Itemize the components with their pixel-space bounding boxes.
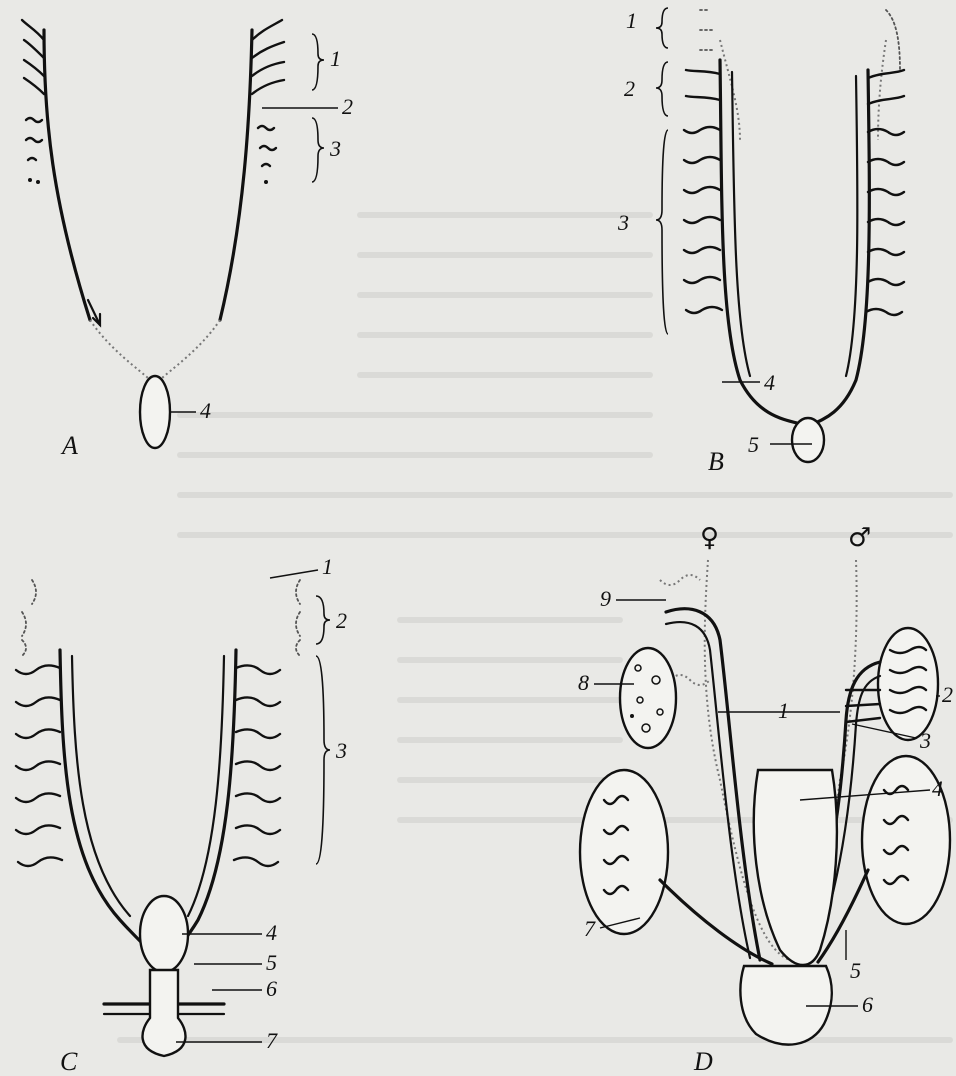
panel-c-urogenital-sinus (142, 970, 185, 1056)
panel-c-label-6: 6 (266, 976, 277, 1001)
panel-a-left-duct (44, 30, 90, 320)
panel-b-tubules-left (684, 70, 722, 313)
panel-d: ♀ ♂ (578, 523, 953, 1076)
panel-d-label-7: 7 (584, 916, 596, 941)
panel-c-tubules-right (234, 665, 280, 866)
panel-c-bladder (140, 896, 188, 972)
panel-a-tubules-left (22, 20, 44, 184)
panel-d-label-3: 3 (919, 728, 931, 753)
panel-d-bladder (754, 770, 837, 965)
panel-d-letter: D (693, 1047, 713, 1076)
panel-a: 1 2 3 4 A (22, 20, 353, 460)
panel-c-tubules-left (16, 665, 62, 866)
panel-a-label-1: 1 (330, 46, 341, 71)
panel-d-label-2: 2 (942, 682, 953, 707)
panel-a-tubules-right (252, 20, 284, 184)
panel-c-label-4: 4 (266, 920, 277, 945)
panel-d-label-6: 6 (862, 992, 873, 1017)
panel-a-label-4: 4 (200, 398, 211, 423)
panel-b-label-3: 3 (617, 210, 629, 235)
panel-b: 1 2 3 4 5 B (617, 8, 904, 476)
panel-c-label-2: 2 (336, 608, 347, 633)
panel-a-letter: A (60, 431, 78, 460)
panel-d-ureter-left (660, 880, 772, 964)
panel-b-label-2: 2 (624, 76, 635, 101)
panel-d-urogenital-sinus (740, 966, 831, 1045)
panel-b-cloaca (792, 418, 824, 462)
panel-d-label-9: 9 (600, 586, 611, 611)
panel-b-letter: B (708, 447, 724, 476)
panel-a-label-2: 2 (342, 94, 353, 119)
panel-d-mullerian-duct (666, 609, 760, 960)
panel-d-label-8: 8 (578, 670, 589, 695)
panel-d-label-5: 5 (850, 958, 861, 983)
panel-d-ovary (620, 648, 676, 748)
panel-d-label-4: 4 (932, 776, 943, 801)
panel-c-label-1: 1 (322, 554, 333, 579)
panel-a-cloaca (140, 376, 170, 448)
male-symbol-icon: ♂ (848, 523, 871, 553)
panel-d-kidney-left (580, 770, 668, 934)
female-symbol-icon: ♀ (700, 523, 719, 553)
panel-a-right-duct (220, 30, 252, 320)
panel-c: 1 2 3 4 5 6 7 C (16, 554, 347, 1076)
panel-c-label-5: 5 (266, 950, 277, 975)
panel-b-label-5: 5 (748, 432, 759, 457)
panel-b-tubules-right (866, 70, 904, 315)
panel-c-label-7: 7 (266, 1028, 278, 1053)
panel-d-testis (878, 628, 938, 740)
panel-b-right-duct (808, 70, 869, 426)
panel-d-label-1: 1 (778, 698, 789, 723)
panel-c-label-3: 3 (335, 738, 347, 763)
panel-b-label-1: 1 (626, 8, 637, 33)
panel-a-label-3: 3 (329, 136, 341, 161)
panel-b-label-4: 4 (764, 370, 775, 395)
panel-c-letter: C (60, 1047, 78, 1076)
